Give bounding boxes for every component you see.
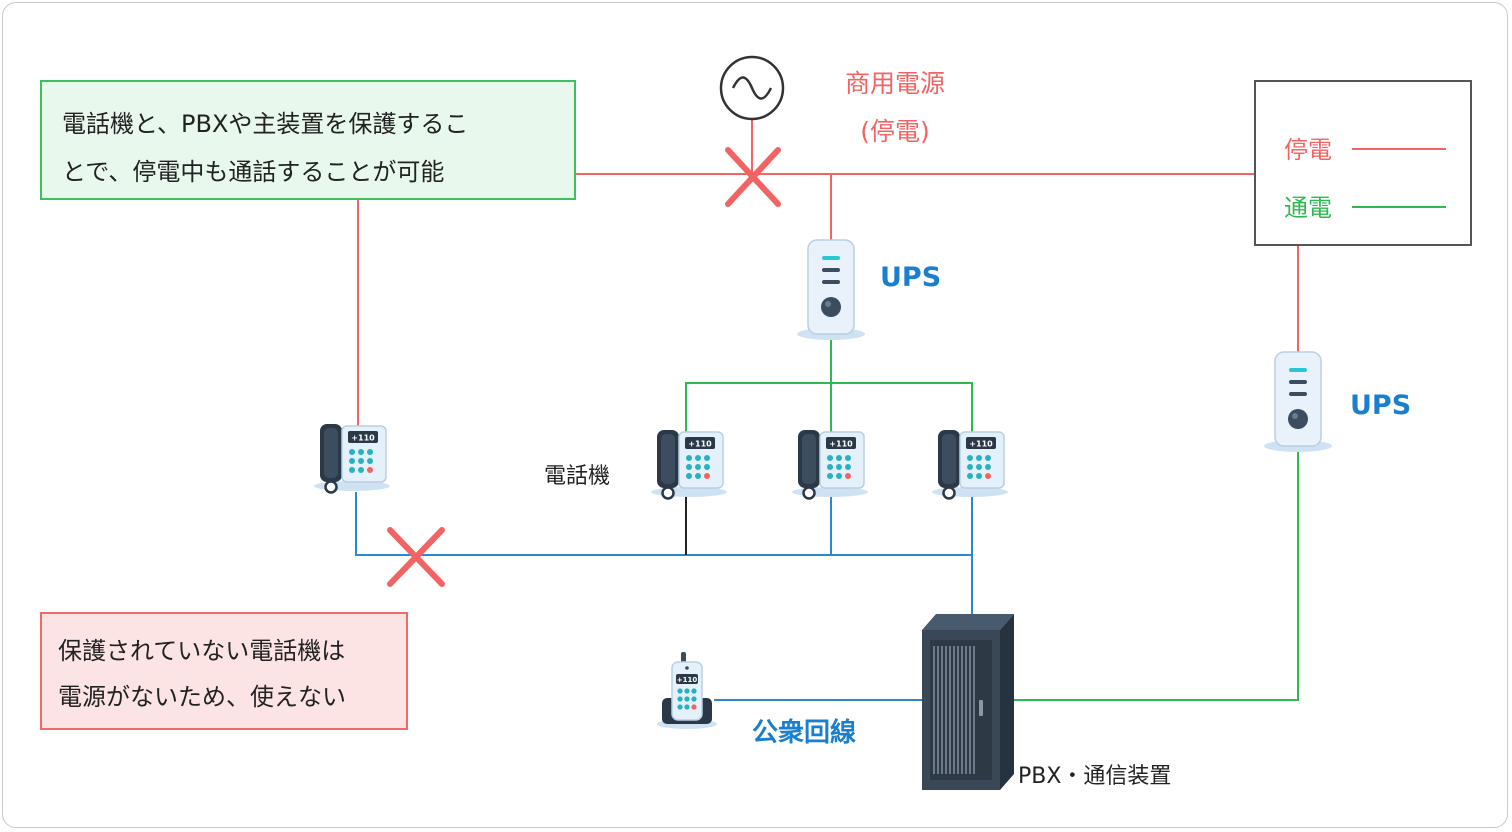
desk-phone-icon <box>930 428 1010 500</box>
phone-network-line <box>355 492 972 556</box>
desk-phone-icon <box>649 428 729 500</box>
ups-label: UPS <box>880 262 942 293</box>
ups-label: UPS <box>1350 390 1412 421</box>
ac-power-source-icon <box>719 55 785 121</box>
power-source-state: (停電) <box>860 117 930 146</box>
power-source-label: 商用電源 (停電) <box>800 60 990 156</box>
pbx-server-rack-icon <box>922 614 1014 790</box>
ups1-phone-bus <box>685 382 973 440</box>
unprotected-note-line-1: 保護されていない電話機は <box>58 637 346 665</box>
protected-note-line-2: とで、停電中も通話することが可能 <box>62 158 445 186</box>
line-failure-cross-icon <box>387 527 445 587</box>
ups2-to-pbx <box>1014 448 1299 701</box>
legend-powered-label: 通電 <box>1284 194 1332 222</box>
power-failure-cross-icon <box>725 147 781 207</box>
unprotected-desk-phone-icon <box>312 422 392 494</box>
power-source-title: 商用電源 <box>844 69 945 98</box>
phone-label: 電話機 <box>544 464 611 489</box>
legend-outage: 停電 <box>1256 126 1470 166</box>
svg-text:+110: +110 <box>677 676 698 684</box>
pbx-label: PBX・通信装置 <box>1018 764 1172 789</box>
protected-note-line-1: 電話機と、PBXや主装置を保護するこ <box>62 110 469 138</box>
legend-outage-label: 停電 <box>1284 136 1332 164</box>
legend-powered: 通電 <box>1256 184 1470 224</box>
legend-outage-swatch <box>1352 148 1446 150</box>
powered-wiring <box>685 338 1299 701</box>
network-wiring <box>355 492 973 701</box>
desk-phone-icon <box>790 428 870 500</box>
legend-powered-swatch <box>1352 206 1446 208</box>
ups-unit-icon <box>1263 351 1333 453</box>
public-line-label: 公衆回線 <box>752 718 857 748</box>
cordless-phone-icon: +110 <box>657 652 717 729</box>
ups-unit-icon <box>796 239 866 341</box>
legend: 停電 通電 <box>1254 80 1472 246</box>
protected-note: 電話機と、PBXや主装置を保護するこ とで、停電中も通話することが可能 <box>40 80 576 200</box>
unprotected-note: 保護されていない電話機は 電源がないため、使えない <box>40 612 408 730</box>
outage-wiring <box>357 120 1299 428</box>
unprotected-note-line-2: 電源がないため、使えない <box>58 683 346 711</box>
